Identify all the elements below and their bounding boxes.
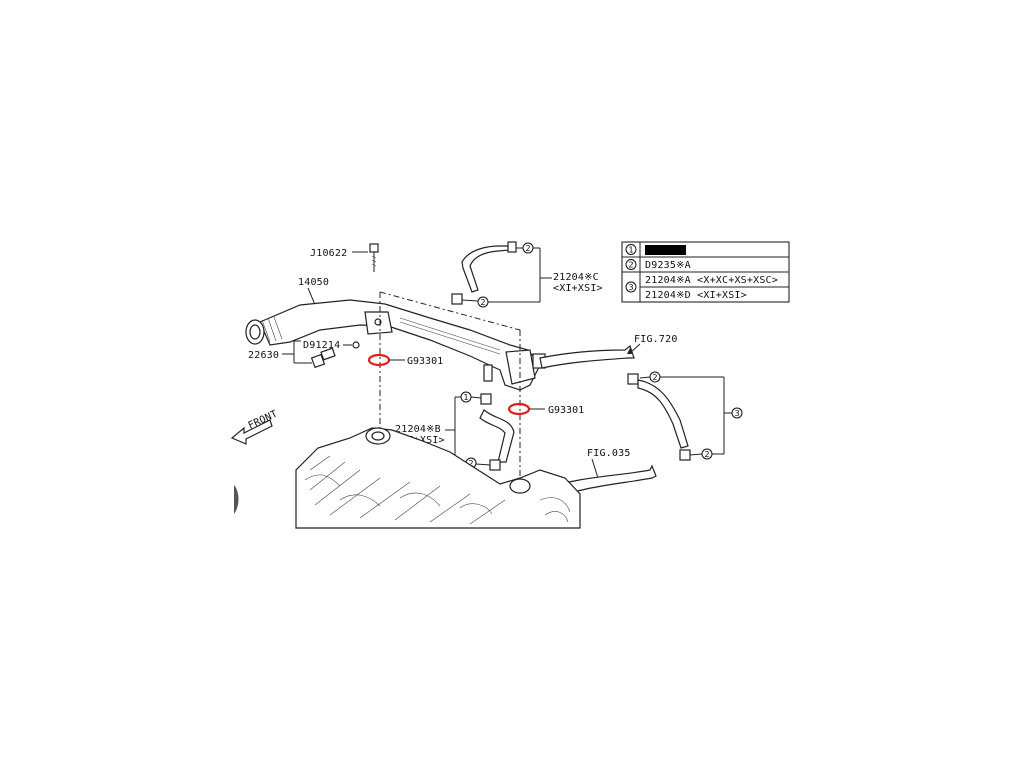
label-21204c: 21204※C [553,272,599,283]
legend-key-2 [625,259,637,270]
label-fig035: FIG.035 [587,448,631,459]
legend-row-2-text: D9235※A [645,260,691,271]
legend-key-1-text: 1 [628,246,633,255]
callout-2-mid: 2 [480,298,485,307]
legend-key-1 [625,244,637,255]
label-g93301-left: G93301 [407,356,443,367]
label-d91214: D91214 [303,340,340,351]
label-fig720: FIG.720 [634,334,678,345]
redacted-part-number [645,245,686,255]
legend-key-3-text: 3 [628,283,633,292]
label-g93301-right: G93301 [548,405,584,416]
callout-3: 3 [734,409,739,418]
hose-21204-right: 2 2 3 [627,371,743,461]
label-21204c-variant: <XI+XSI> [553,283,603,294]
legend-table: 1 2 D9235※A 3 21204※A <X+XC+XS+XSC> 2120… [621,241,790,303]
gasket-g93301-right: G93301 [507,402,584,416]
gasket-ring-right [507,402,531,416]
gasket-g93301-left: G93301 [367,353,443,367]
callout-2-right-bottom: 2 [704,450,709,459]
engine-block [295,427,581,529]
gasket-ring-left [367,353,391,367]
callout-1: 1 [463,393,468,402]
hose-21204c: 2 2 21204※C <XI+XSI> [451,241,603,308]
hose-fig720: FIG.720 [539,334,678,369]
front-arrow: FRONT [230,409,279,445]
label-14050: 14050 [298,277,329,288]
label-j10622: J10622 [310,248,347,259]
legend-row-3-text: 21204※A <X+XC+XS+XSC> [645,275,778,286]
label-22630: 22630 [248,350,279,361]
callout-2-top: 2 [525,244,530,253]
callout-2-right-top: 2 [652,373,657,382]
callout-2-lower: 2 [468,459,473,468]
coolant-pipe-14050 [245,291,546,530]
label-21204b: 21204※B [395,424,441,435]
legend-key-2-text: 2 [628,261,633,270]
edge-artifact [234,485,239,514]
label-j10622-group: J10622 [310,243,379,272]
legend-row-4-text: 21204※D <XI+XSI> [645,290,747,301]
legend-key-3 [625,281,637,293]
label-d91214-group: D91214 22630 [248,340,360,369]
